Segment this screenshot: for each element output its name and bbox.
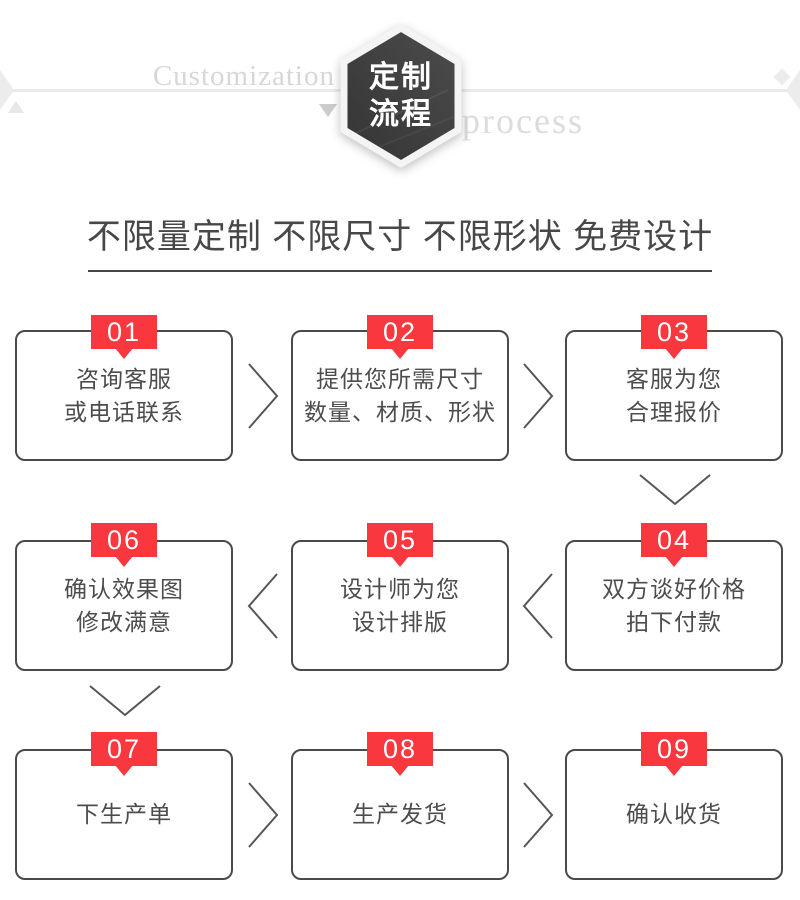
hexagon-badge-line2: 流程 <box>369 98 433 131</box>
step-text: 设计排版 <box>352 608 448 635</box>
step-badge-09: 09 <box>641 732 707 766</box>
hexagon-badge-line1: 定制 <box>369 61 433 94</box>
step-badge-05: 05 <box>367 523 433 557</box>
step-badge-03: 03 <box>641 315 707 349</box>
headline-underline <box>88 270 712 272</box>
step-badge-01: 01 <box>91 315 157 349</box>
hexagon-badge <box>336 24 466 168</box>
step-text: 确认效果图 <box>64 575 184 602</box>
step-text: 或电话联系 <box>64 398 184 425</box>
banner-word-customization: Customization <box>152 60 335 92</box>
step-badge-04: 04 <box>641 523 707 557</box>
arrow-down-icon <box>638 473 712 507</box>
step-text: 双方谈好价格 <box>602 575 746 602</box>
banner-down-triangle-icon <box>319 104 337 117</box>
left-edge-small-triangle-icon <box>8 101 24 113</box>
step-badge-08: 08 <box>367 732 433 766</box>
step-card-01: 咨询客服 或电话联系 <box>15 330 233 461</box>
arrow-right-icon <box>246 362 280 430</box>
step-card-06: 确认效果图 修改满意 <box>15 540 233 671</box>
right-edge-arrow-icon <box>786 70 800 110</box>
arrow-down-icon <box>88 684 162 718</box>
arrow-left-icon <box>521 572 555 640</box>
step-text: 客服为您 <box>626 365 722 392</box>
step-text: 提供您所需尺寸 <box>316 365 484 392</box>
step-text: 拍下付款 <box>626 608 722 635</box>
arrow-right-icon <box>246 781 280 849</box>
step-badge-02: 02 <box>367 315 433 349</box>
hexagon-badge-label: 定制 流程 <box>336 24 466 168</box>
step-badge-06: 06 <box>91 523 157 557</box>
step-text: 确认收货 <box>626 801 722 827</box>
arrow-right-icon <box>521 781 555 849</box>
step-text: 修改满意 <box>76 608 172 635</box>
step-text: 生产发货 <box>352 801 448 827</box>
arrow-left-icon <box>246 572 280 640</box>
arrow-right-icon <box>521 362 555 430</box>
banner-word-process: process <box>462 101 584 141</box>
step-text: 设计师为您 <box>340 575 460 602</box>
step-card-08: 生产发货 <box>291 749 509 880</box>
page-title: 不限量定制 不限尺寸 不限形状 免费设计 <box>86 218 714 256</box>
step-text: 合理报价 <box>626 398 722 425</box>
left-edge-arrow-icon <box>0 70 14 110</box>
step-text: 下生产单 <box>76 801 172 827</box>
step-text: 数量、材质、形状 <box>304 398 496 425</box>
step-badge-07: 07 <box>91 732 157 766</box>
step-text: 咨询客服 <box>76 365 172 392</box>
